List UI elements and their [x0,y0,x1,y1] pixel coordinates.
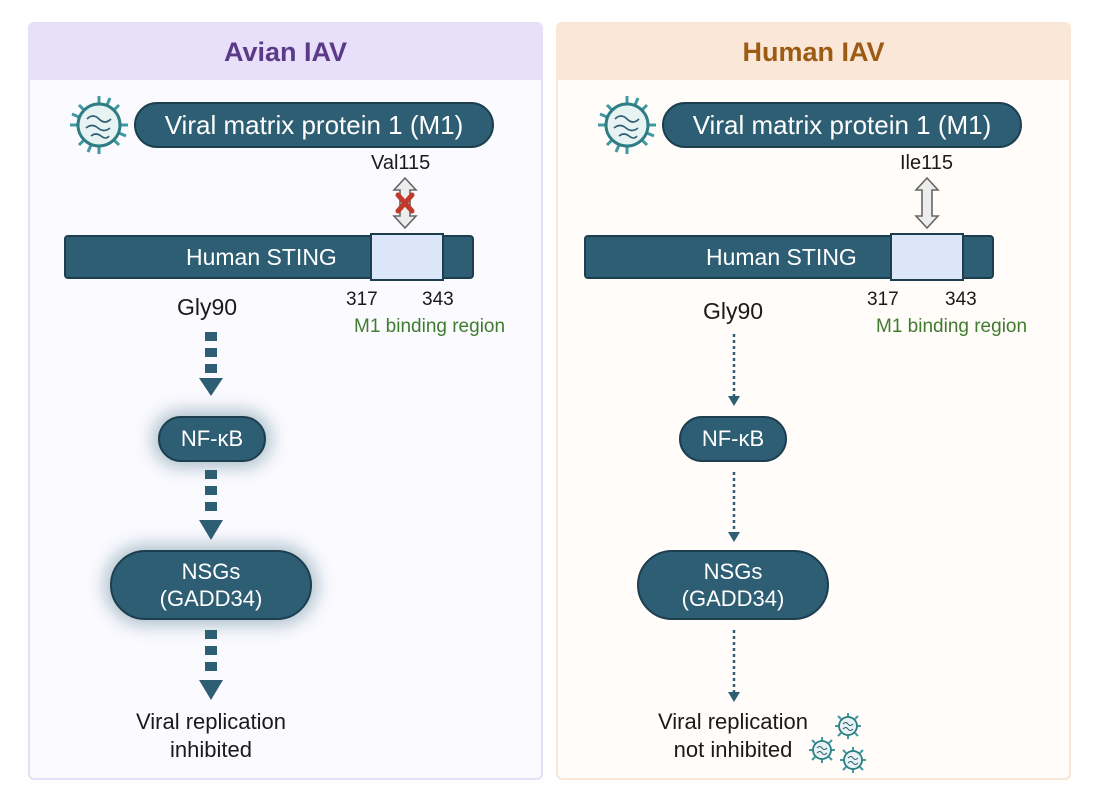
nsgs-label: NSGs [703,559,763,584]
human-iav-panel: Human IAV Viral matrix protein 1 (M1) Il… [556,22,1071,780]
weak-signal-arrow-icon [728,334,740,406]
binding-region-label: M1 binding region [354,316,506,337]
human-sting-bar: Human STING [64,233,474,281]
virus-icon [809,737,835,763]
residue-label: Val115 [371,152,431,174]
outcome-text: Viral replication not inhibited [628,708,838,764]
sting-label: Human STING [186,244,337,270]
position-end: 343 [945,289,977,310]
gadd34-label: (GADD34) [159,586,263,611]
weak-signal-arrow-icon [728,472,740,542]
virus-icon [840,747,866,773]
human-panel-title: Human IAV [558,24,1069,80]
position-end: 343 [422,289,454,310]
outcome-line1: Viral replication [657,709,808,734]
gly90-label: Gly90 [703,298,764,324]
nfkb-node: NF-κB [158,416,266,462]
strong-signal-arrow-icon [199,332,223,396]
outcome-line2: inhibited [170,737,252,762]
virus-icon [70,96,128,154]
outcome-line1: Viral replication [135,709,286,734]
human-sting-bar: Human STING [584,233,994,281]
outcome-text: Viral replication inhibited [106,708,316,764]
nsgs-node: NSGs (GADD34) [637,550,829,620]
position-start: 317 [346,289,378,310]
m1-protein-pill: Viral matrix protein 1 (M1) [134,102,494,148]
nfkb-node: NF-κB [679,416,787,462]
m1-protein-pill: Viral matrix protein 1 (M1) [662,102,1022,148]
avian-iav-panel: Avian IAV Viral matrix protein 1 (M1) Va… [28,22,543,780]
gadd34-label: (GADD34) [681,586,785,611]
position-start: 317 [867,289,899,310]
blocked-binding-arrow-icon [392,176,418,230]
binding-region-label: M1 binding region [876,316,1028,337]
avian-panel-title: Avian IAV [30,24,541,80]
virus-icon [835,713,861,739]
gly90-label: Gly90 [177,294,238,320]
m1-binding-region-box [890,233,964,281]
nsgs-label: NSGs [181,559,241,584]
virus-icon [598,96,656,154]
outcome-line2: not inhibited [673,737,793,762]
weak-signal-arrow-icon [728,630,740,702]
residue-label: Ile115 [900,152,954,174]
binding-arrow-icon [914,176,940,230]
m1-binding-region-box [370,233,444,281]
nsgs-node: NSGs (GADD34) [110,550,312,620]
strong-signal-arrow-icon [199,470,223,540]
strong-signal-arrow-icon [199,630,223,700]
sting-label: Human STING [706,244,857,270]
